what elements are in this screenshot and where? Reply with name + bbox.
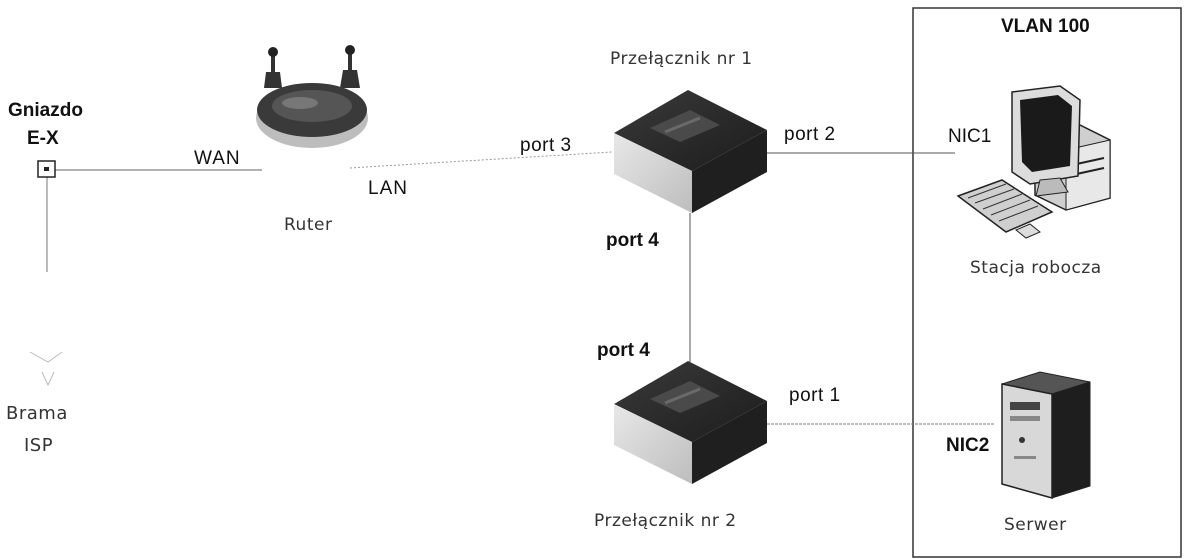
workstation-icon [956, 85, 1111, 239]
vlan-title: VLAN 100 [1001, 16, 1090, 37]
switch1-port3-label: port 3 [520, 135, 572, 156]
outlet-code: E-X [27, 128, 59, 149]
lan-label: LAN [368, 178, 408, 199]
vlan-box [912, 7, 1182, 558]
nic2-label: NIC2 [946, 435, 990, 456]
switch2-icon [614, 361, 767, 484]
switch2-port1-label: port 1 [789, 385, 841, 406]
server-label: Serwer [1004, 515, 1067, 535]
outlet-title: Gniazdo [8, 100, 83, 121]
switch1-label: Przełącznik nr 1 [610, 49, 753, 69]
router-icon [256, 45, 368, 148]
router-label: Ruter [284, 215, 333, 235]
switch2-port4-label: port 4 [597, 340, 650, 361]
switch1-port4-label: port 4 [606, 230, 659, 251]
isp-label-line2: ISP [24, 435, 54, 456]
workstation-label: Stacja robocza [970, 258, 1102, 278]
server-icon [1001, 371, 1091, 499]
switch1-port2-label: port 2 [784, 124, 836, 145]
isp-gateway-icon [29, 351, 63, 387]
wall-outlet-icon [37, 160, 56, 178]
link-router-switch1 [349, 151, 613, 169]
switch1-icon [614, 90, 767, 213]
nic1-label: NIC1 [948, 126, 992, 147]
switch2-label: Przełącznik nr 2 [594, 511, 737, 531]
wan-label: WAN [194, 148, 241, 169]
isp-label-line1: Brama [6, 403, 68, 424]
